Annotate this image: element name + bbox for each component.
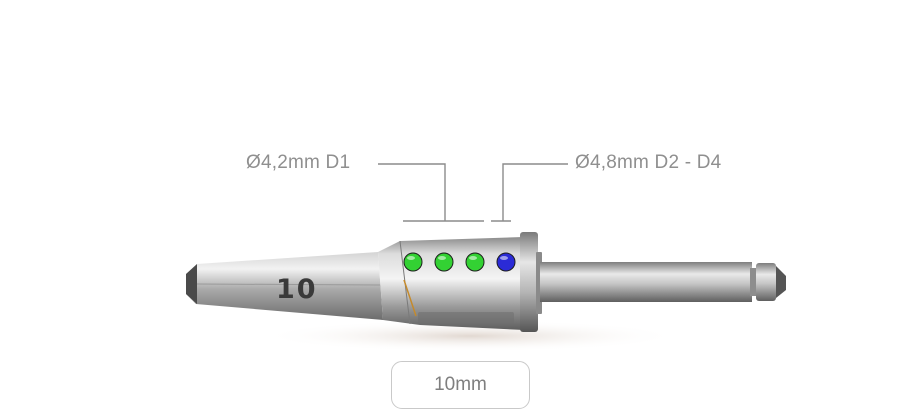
drill-tip: 10 — [186, 252, 383, 320]
depth-mark-4-highlight — [500, 256, 508, 260]
depth-mark-2 — [434, 252, 454, 272]
drill-shaft — [540, 262, 786, 302]
d1-diameter-label: Ø4,2mm D1 — [246, 152, 351, 173]
depth-mark-3 — [465, 252, 485, 272]
depth-mark-3-highlight — [469, 256, 477, 260]
depth-mark-4 — [496, 252, 516, 272]
etched-number: 10 — [276, 274, 318, 305]
d2-d4-diameter-label: Ø4,8mm D2 - D4 — [575, 152, 722, 173]
d1-leader-line — [378, 163, 484, 222]
d2-d4-leader-line — [491, 163, 568, 222]
drill-shadow — [260, 320, 680, 352]
depth-mark-2-highlight — [438, 256, 446, 260]
length-selector-button[interactable]: 10mm — [391, 361, 530, 409]
depth-mark-1-highlight — [407, 256, 415, 260]
depth-marks — [403, 252, 516, 272]
drill-collar — [520, 232, 542, 332]
drill-body — [378, 237, 524, 330]
length-selector-label: 10mm — [434, 374, 487, 395]
depth-mark-1 — [403, 252, 423, 272]
